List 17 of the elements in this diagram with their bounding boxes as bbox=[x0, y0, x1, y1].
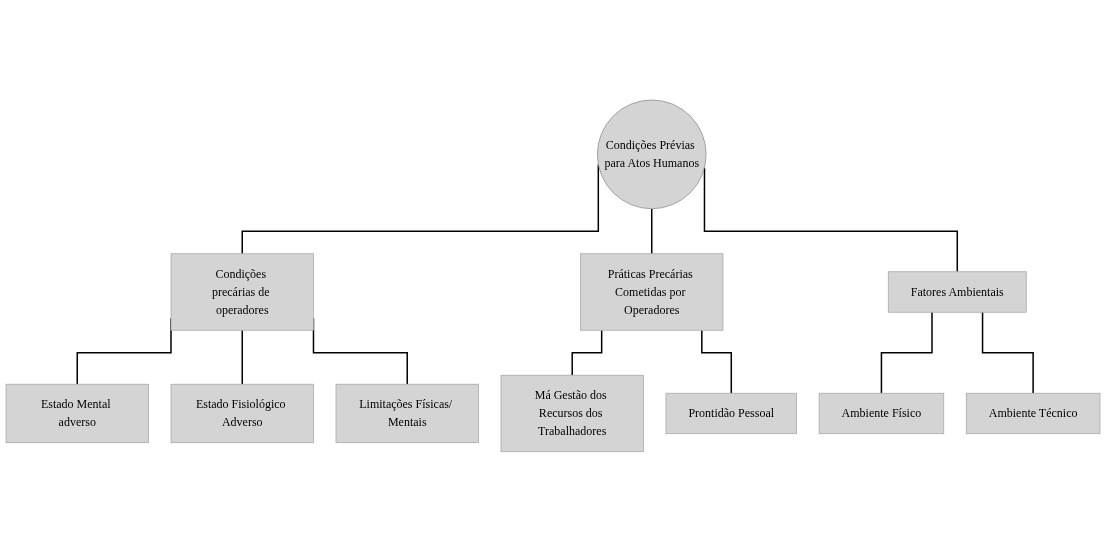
connector bbox=[701, 329, 733, 394]
node-box: Estado Fisiológico Adverso bbox=[170, 383, 314, 443]
node-box: Ambiente Físico bbox=[818, 392, 945, 434]
node-box: Limitações Físicas/ Mentais bbox=[335, 383, 479, 443]
node-box: Condições precárias de operadores bbox=[170, 253, 314, 331]
node-circle: Condições Prévias para Atos Humanos bbox=[597, 99, 707, 209]
node-box: Fatores Ambientais bbox=[887, 271, 1027, 313]
node-box: Estado Mental adverso bbox=[5, 383, 149, 443]
node-box: Prontidão Pessoal bbox=[665, 392, 797, 434]
connector bbox=[651, 207, 653, 255]
connector bbox=[880, 311, 933, 394]
connector bbox=[571, 329, 603, 376]
node-box: Práticas Precárias Cometidas por Operadores bbox=[580, 253, 724, 331]
node-box: Má Gestão dos Recursos dos Trabalhadores bbox=[500, 374, 644, 452]
connector bbox=[241, 329, 243, 385]
connector bbox=[981, 311, 1034, 394]
node-box: Ambiente Técnico bbox=[965, 392, 1101, 434]
